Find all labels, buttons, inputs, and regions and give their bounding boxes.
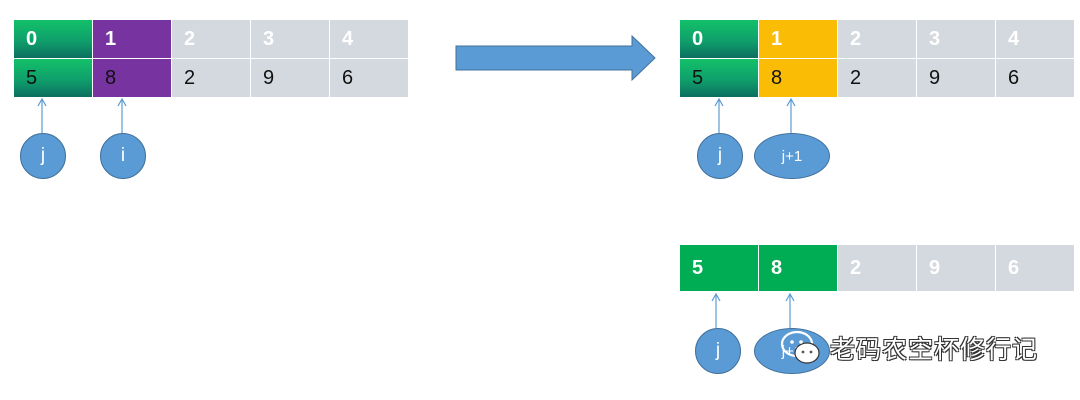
watermark: 老码农空杯修行记 — [780, 328, 1038, 368]
right-top-index-2: 2 — [838, 20, 916, 58]
right-bottom-value-2: 2 — [838, 245, 916, 291]
left-value-4: 6 — [330, 59, 408, 97]
left-index-0: 0 — [14, 20, 92, 58]
pointer-j-right-top: j — [697, 133, 743, 179]
right-top-index-1: 1 — [759, 20, 837, 58]
left-value-1: 8 — [93, 59, 171, 97]
watermark-text: 老码农空杯修行记 — [830, 336, 1039, 364]
left-index-1: 1 — [93, 20, 171, 58]
left-value-2: 2 — [172, 59, 250, 97]
left-value-3: 9 — [251, 59, 329, 97]
right-top-value-1: 8 — [759, 59, 837, 97]
left-index-2: 2 — [172, 20, 250, 58]
right-bottom-value-3: 9 — [917, 245, 995, 291]
right-top-index-3: 3 — [917, 20, 995, 58]
right-top-value-4: 6 — [996, 59, 1074, 97]
pointer-j-left: j — [20, 133, 66, 179]
left-value-0: 5 — [14, 59, 92, 97]
right-top-index-0: 0 — [680, 20, 758, 58]
right-bottom-value-1: 8 — [759, 245, 837, 291]
right-top-value-2: 2 — [838, 59, 916, 97]
right-bottom-value-4: 6 — [996, 245, 1074, 291]
pointer-i-left: i — [100, 133, 146, 179]
left-index-3: 3 — [251, 20, 329, 58]
wechat-icon — [780, 330, 820, 364]
transition-arrow — [455, 34, 656, 82]
right-top-value-3: 9 — [917, 59, 995, 97]
pointer-j1-right-top: j+1 — [754, 133, 830, 179]
right-bottom-value-0: 5 — [680, 245, 758, 291]
pointer-j-right-bottom: j — [695, 328, 741, 374]
left-index-4: 4 — [330, 20, 408, 58]
right-top-index-4: 4 — [996, 20, 1074, 58]
right-top-value-0: 5 — [680, 59, 758, 97]
